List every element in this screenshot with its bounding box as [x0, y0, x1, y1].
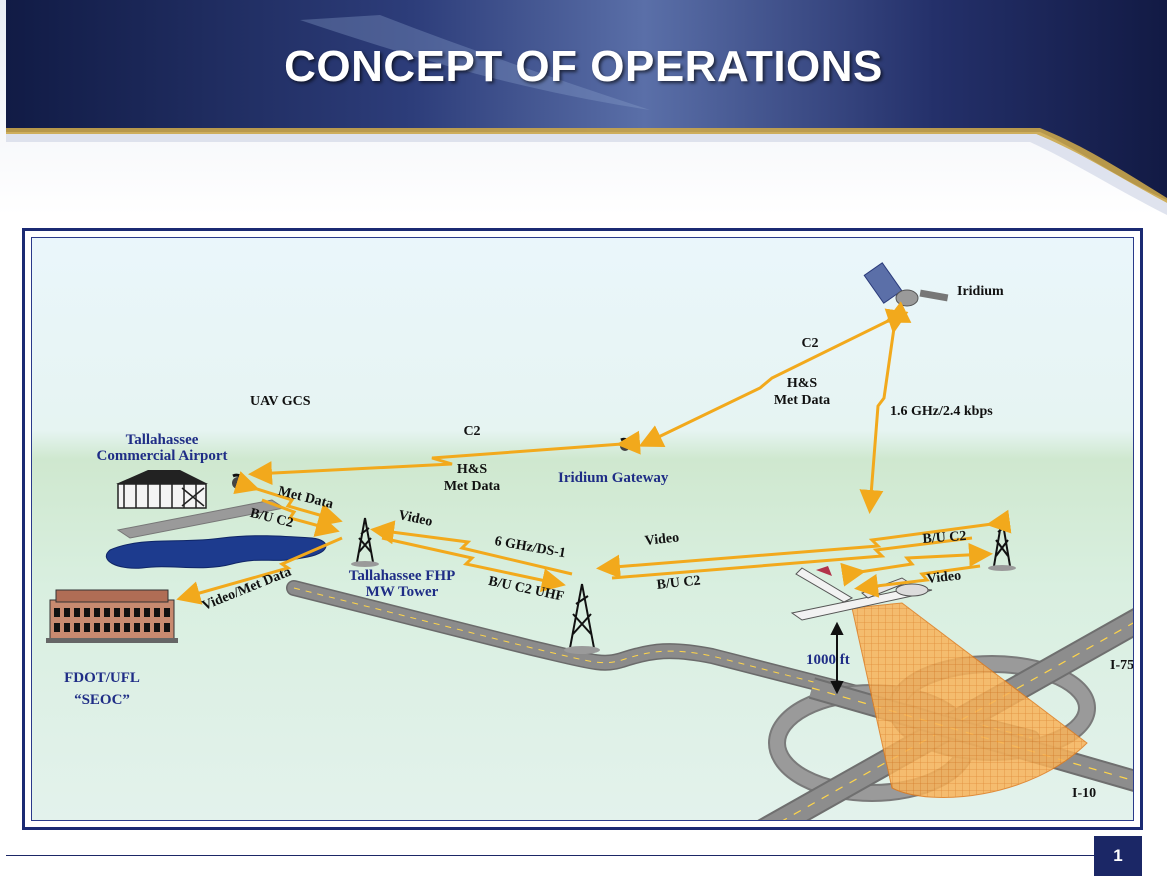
- hangar-icon: [116, 470, 208, 509]
- altitude-arrow: [830, 621, 844, 695]
- label-sat-gateway-c2: C2: [801, 336, 819, 351]
- lake: [105, 535, 327, 569]
- label-gateway-gcs-hs: H&S: [456, 462, 488, 477]
- footer-rule: [6, 855, 1094, 856]
- fhp-tower-icon: [351, 517, 379, 567]
- slide-title: CONCEPT OF OPERATIONS: [284, 42, 883, 91]
- field-tower-icon: [988, 517, 1016, 571]
- link-uav-tower-video: [854, 564, 981, 598]
- header-band: [0, 0, 1167, 215]
- diagram-canvas: Iridium C2 H&S Met Data 1.6 GHz/2.4 kbps…: [31, 237, 1134, 821]
- label-seoc-line1: FDOT/UFL: [64, 670, 140, 686]
- label-sat-gateway-hs: H&S: [786, 376, 818, 391]
- label-tower-bu-c2: B/U C2: [922, 528, 967, 547]
- iridium-satellite-icon: [863, 262, 949, 307]
- gcs-dish-icon: [232, 473, 246, 492]
- sensor-footprint: [851, 602, 1088, 798]
- link-uav-tower-bu: [840, 542, 993, 587]
- link-gcs-fhp-bu: [261, 498, 340, 537]
- label-iridium-gateway: Iridium Gateway: [558, 470, 669, 486]
- link-fhp-relay-bu: [381, 536, 566, 592]
- diagram-panel: Iridium C2 H&S Met Data 1.6 GHz/2.4 kbps…: [22, 228, 1143, 830]
- relay-tower-icon: [564, 583, 600, 654]
- label-i10: I-10: [1072, 786, 1097, 801]
- label-gateway-gcs-c2: C2: [463, 424, 481, 439]
- label-i75: I-75: [1110, 658, 1134, 673]
- label-uav-gcs: UAV GCS: [250, 394, 311, 409]
- label-seoc-line2: “SEOC”: [74, 692, 130, 708]
- link-fhp-seoc: [176, 536, 343, 605]
- label-airport-line2: Commercial Airport: [96, 448, 228, 464]
- label-altitude: 1000 ft: [806, 652, 850, 668]
- label-fhp-line2: MW Tower: [365, 584, 439, 600]
- label-sat-gateway-met: Met Data: [773, 393, 831, 408]
- link-gateway-gcs: [248, 430, 641, 486]
- diagram-scene: [46, 262, 1133, 820]
- link-gcs-fhp-met: [233, 471, 343, 527]
- link-satellite-gateway: [638, 301, 912, 447]
- comm-links: [176, 301, 1012, 605]
- link-satellite-uav: [859, 308, 909, 514]
- label-fhp-line1: Tallahassee FHP: [348, 568, 456, 584]
- page-number: 1: [1094, 836, 1142, 876]
- label-airport-line1: Tallahassee: [125, 432, 199, 448]
- label-sat-uav-link: 1.6 GHz/2.4 kbps: [890, 404, 993, 419]
- label-gateway-gcs-met: Met Data: [443, 479, 501, 494]
- label-iridium: Iridium: [957, 284, 1004, 299]
- link-fhp-relay-video: [370, 520, 573, 576]
- access-road: [286, 580, 1040, 746]
- seoc-building-icon: [46, 589, 178, 643]
